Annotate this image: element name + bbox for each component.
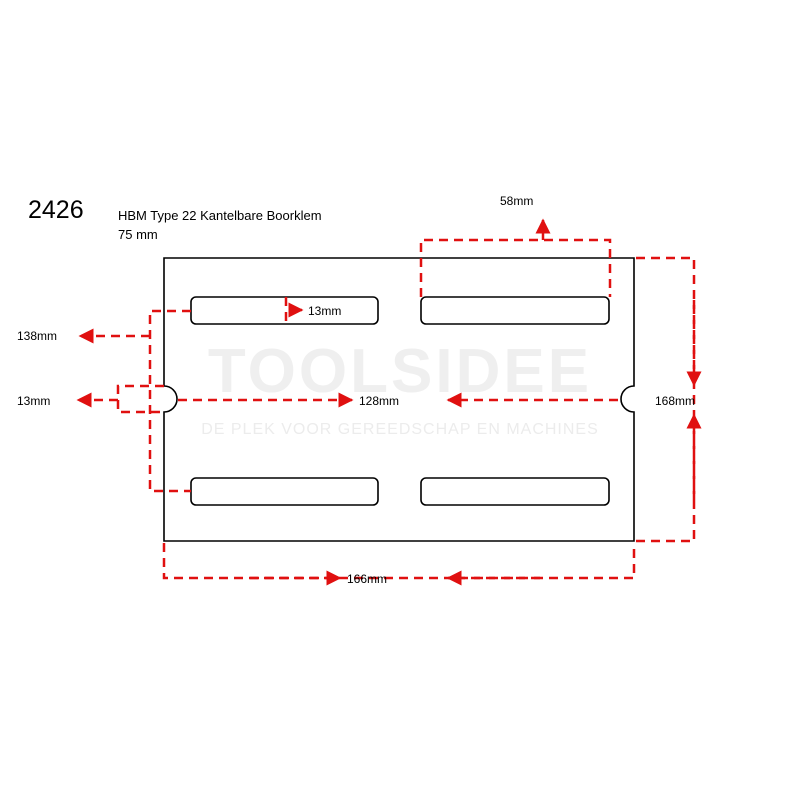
label-128mm: 128mm [359, 394, 399, 408]
dim-166-bracket [162, 543, 636, 580]
watermark-brand: TOOLSIDEE [207, 337, 593, 406]
slot-top-right [420, 296, 610, 325]
slot-bottom-left [190, 477, 379, 506]
dim-58-bracket [419, 238, 612, 297]
label-58mm: 58mm [500, 194, 533, 208]
label-166mm: 166mm [347, 572, 387, 586]
watermark-tagline: DE PLEK VOOR GEREEDSCHAP EN MACHINES [201, 421, 599, 438]
dim-168-bracket [636, 256, 696, 543]
label-13mm-slot: 13mm [308, 304, 341, 318]
product-size: 75 mm [118, 227, 158, 242]
label-168mm: 168mm [655, 394, 695, 408]
product-title: HBM Type 22 Kantelbare Boorklem [118, 208, 322, 223]
plate-outline [163, 257, 635, 542]
dim-138-bracket [148, 309, 191, 493]
label-13mm-notch: 13mm [17, 394, 50, 408]
slot-top-left [190, 296, 379, 325]
slot-bottom-right [420, 477, 610, 506]
dim-13-notch-bracket [116, 384, 164, 414]
label-138mm: 138mm [17, 329, 57, 343]
product-code: 2426 [28, 196, 84, 224]
